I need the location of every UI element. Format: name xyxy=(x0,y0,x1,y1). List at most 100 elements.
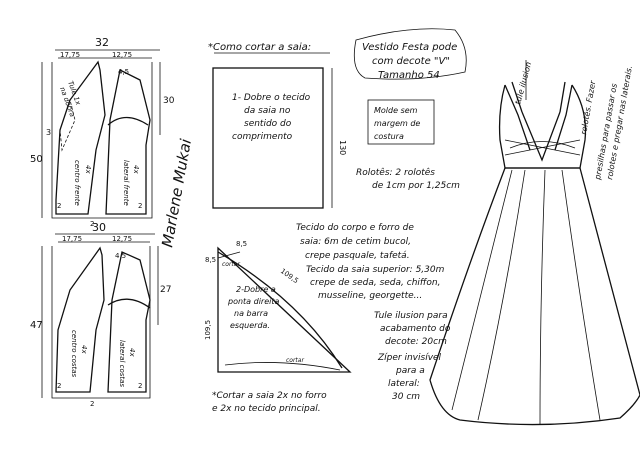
fabric-line12: lateral: xyxy=(388,379,420,389)
top-cut-line xyxy=(217,251,241,259)
v-neckline xyxy=(521,111,561,162)
skirt-drape-4 xyxy=(451,169,513,411)
right-strap xyxy=(554,84,573,151)
step2-line3: na barra xyxy=(234,309,268,318)
title-line3: Tamanho 54 xyxy=(378,70,440,81)
top-n50-label: 50 xyxy=(30,154,43,165)
skirt-hem-curve xyxy=(217,251,343,369)
n1095a-label: 109,5 xyxy=(279,267,300,285)
step1-line2: da saia no xyxy=(244,106,291,116)
skirt-drape-3 xyxy=(561,169,601,421)
skirt-outline xyxy=(429,167,640,426)
fabric-line5: crepe de seda, seda, chiffon, xyxy=(310,278,440,288)
top-n2c-label: 2 xyxy=(138,202,142,210)
back-lateral-count-label: 4x xyxy=(128,348,136,357)
bottom-n2c-label: 2 xyxy=(138,382,142,390)
back-bodice-pattern: 30 17,75 12,75 4,5 47 27 centro costas 4… xyxy=(30,221,171,408)
tule-area xyxy=(59,98,76,152)
rolotes-line2: de 1cm por 1,25cm xyxy=(372,181,460,191)
fabric-line2: saia: 6m de cetim bucol, xyxy=(300,237,411,247)
title-line2: com decote "V" xyxy=(372,56,450,67)
bottom-cut-curve xyxy=(224,362,341,371)
dress-illustration: tule ilusion rolotês. Fazer presilhas pa… xyxy=(429,60,640,426)
left-strap-inner xyxy=(511,81,523,113)
lateral-back-piece xyxy=(107,251,151,393)
rect-height-label: 130 xyxy=(338,140,347,155)
note-line1: Molde sem xyxy=(374,106,418,115)
bottom-n47-label: 47 xyxy=(30,320,43,331)
fabric-line11: para a xyxy=(395,366,425,376)
right-strap-inner xyxy=(559,81,566,113)
fabric-line4: Tecido da saia superior: 5,30m xyxy=(306,265,445,275)
note-box xyxy=(367,99,435,145)
fabric-line1: Tecido do corpo e forro de xyxy=(296,223,414,233)
n1095b-label: 109,5 xyxy=(204,320,212,340)
step1-line3: sentido do xyxy=(244,119,292,129)
center-back-piece xyxy=(55,246,105,393)
step2-line1: 2-Dobre a xyxy=(236,285,276,294)
top-width-label: 32 xyxy=(95,36,109,49)
cut-instruction-line2: e 2x no tecido principal. xyxy=(212,404,321,414)
costas-count-label: 4x xyxy=(80,345,88,354)
skirt-drape-2 xyxy=(539,169,546,426)
skirt-title: *Como cortar a saia: xyxy=(208,42,311,53)
cross-strap-2 xyxy=(504,139,581,156)
top-right-seg-label: 12,75 xyxy=(112,51,132,59)
side-note-line1: rolotês. Fazer xyxy=(578,79,597,135)
fabric-line3: crepe pasquale, tafetá. xyxy=(305,251,410,261)
lateral-count-label: 4x xyxy=(132,165,140,174)
folded-fabric-rect xyxy=(212,67,324,209)
bottom-n2a-label: 2 xyxy=(57,382,61,390)
step2-line4: esquerda. xyxy=(230,321,270,330)
fabric-line8: acabamento do xyxy=(380,324,451,334)
designer-signature: Marlene Mukai xyxy=(158,137,195,249)
cortar-bottom-label: cortar xyxy=(286,357,304,364)
skirt-drape-1 xyxy=(477,169,526,421)
bottom-width-label: 30 xyxy=(92,221,106,234)
centro-frente-label: centro frente xyxy=(73,160,81,206)
bottom-left-seg-label: 17,75 xyxy=(62,235,82,243)
cortar-top-label: cortar xyxy=(222,261,240,268)
top-left-seg-label: 17,75 xyxy=(60,51,80,59)
rolotes-line1: Rolotês: 2 rolotês xyxy=(356,167,435,178)
fabric-notes: Tecido do corpo e forro de saia: 6m de c… xyxy=(296,223,451,402)
fabric-line9: decote: 20cm xyxy=(385,337,447,347)
title-line1: Vestido Festa pode xyxy=(362,42,457,53)
fabric-line6: musseline, georgette... xyxy=(318,291,422,301)
back-armhole-curve xyxy=(107,298,151,309)
top-n3-label: 3 xyxy=(46,128,51,137)
fold-triangle xyxy=(217,246,352,373)
front-armhole-curve xyxy=(107,116,149,126)
step2-line2: ponta direita xyxy=(227,297,279,306)
title-block: Vestido Festa pode com decote "V" Tamanh… xyxy=(353,28,467,191)
left-strap xyxy=(504,84,531,151)
fabric-line10: Zíper invisível xyxy=(377,353,442,363)
dress-bodice xyxy=(498,84,587,169)
frente-count-label: 4x xyxy=(84,165,92,174)
bottom-n27-label: 27 xyxy=(160,285,171,295)
note-line2: margem de xyxy=(374,119,420,128)
front-bodice-pattern: 32 17,75 12,75 4,5 50 30 Tule 1x na dobr… xyxy=(30,36,175,228)
n85a-label: 8,5 xyxy=(236,240,247,248)
centro-costas-label: centro costas xyxy=(70,330,78,378)
back-outer-guide xyxy=(51,246,151,399)
bottom-right-seg-label: 12,75 xyxy=(112,235,132,243)
step1-line4: comprimento xyxy=(232,132,293,142)
fabric-line13: 30 cm xyxy=(392,392,420,402)
note-line3: costura xyxy=(374,132,404,141)
fabric-line7: Tule ilusion para xyxy=(374,311,448,321)
skirt-cutting-section: *Como cortar a saia: 1- Dobre o tecido d… xyxy=(204,42,352,414)
n85b-label: 8,5 xyxy=(205,256,216,264)
top-n2b-label: 2 xyxy=(90,220,94,228)
step1-line1: 1- Dobre o tecido xyxy=(232,93,311,103)
lateral-frente-label: lateral frente xyxy=(122,160,130,206)
top-n2a-label: 2 xyxy=(57,202,61,210)
top-n30-label: 30 xyxy=(163,96,175,106)
tule-ilusion-label: tule ilusion xyxy=(513,61,533,106)
cross-strap-3 xyxy=(509,141,576,149)
lateral-front-piece xyxy=(105,69,151,215)
title-bubble xyxy=(353,28,467,80)
front-outer-guide xyxy=(51,62,153,219)
lateral-costas-label: lateral costas xyxy=(118,340,126,387)
